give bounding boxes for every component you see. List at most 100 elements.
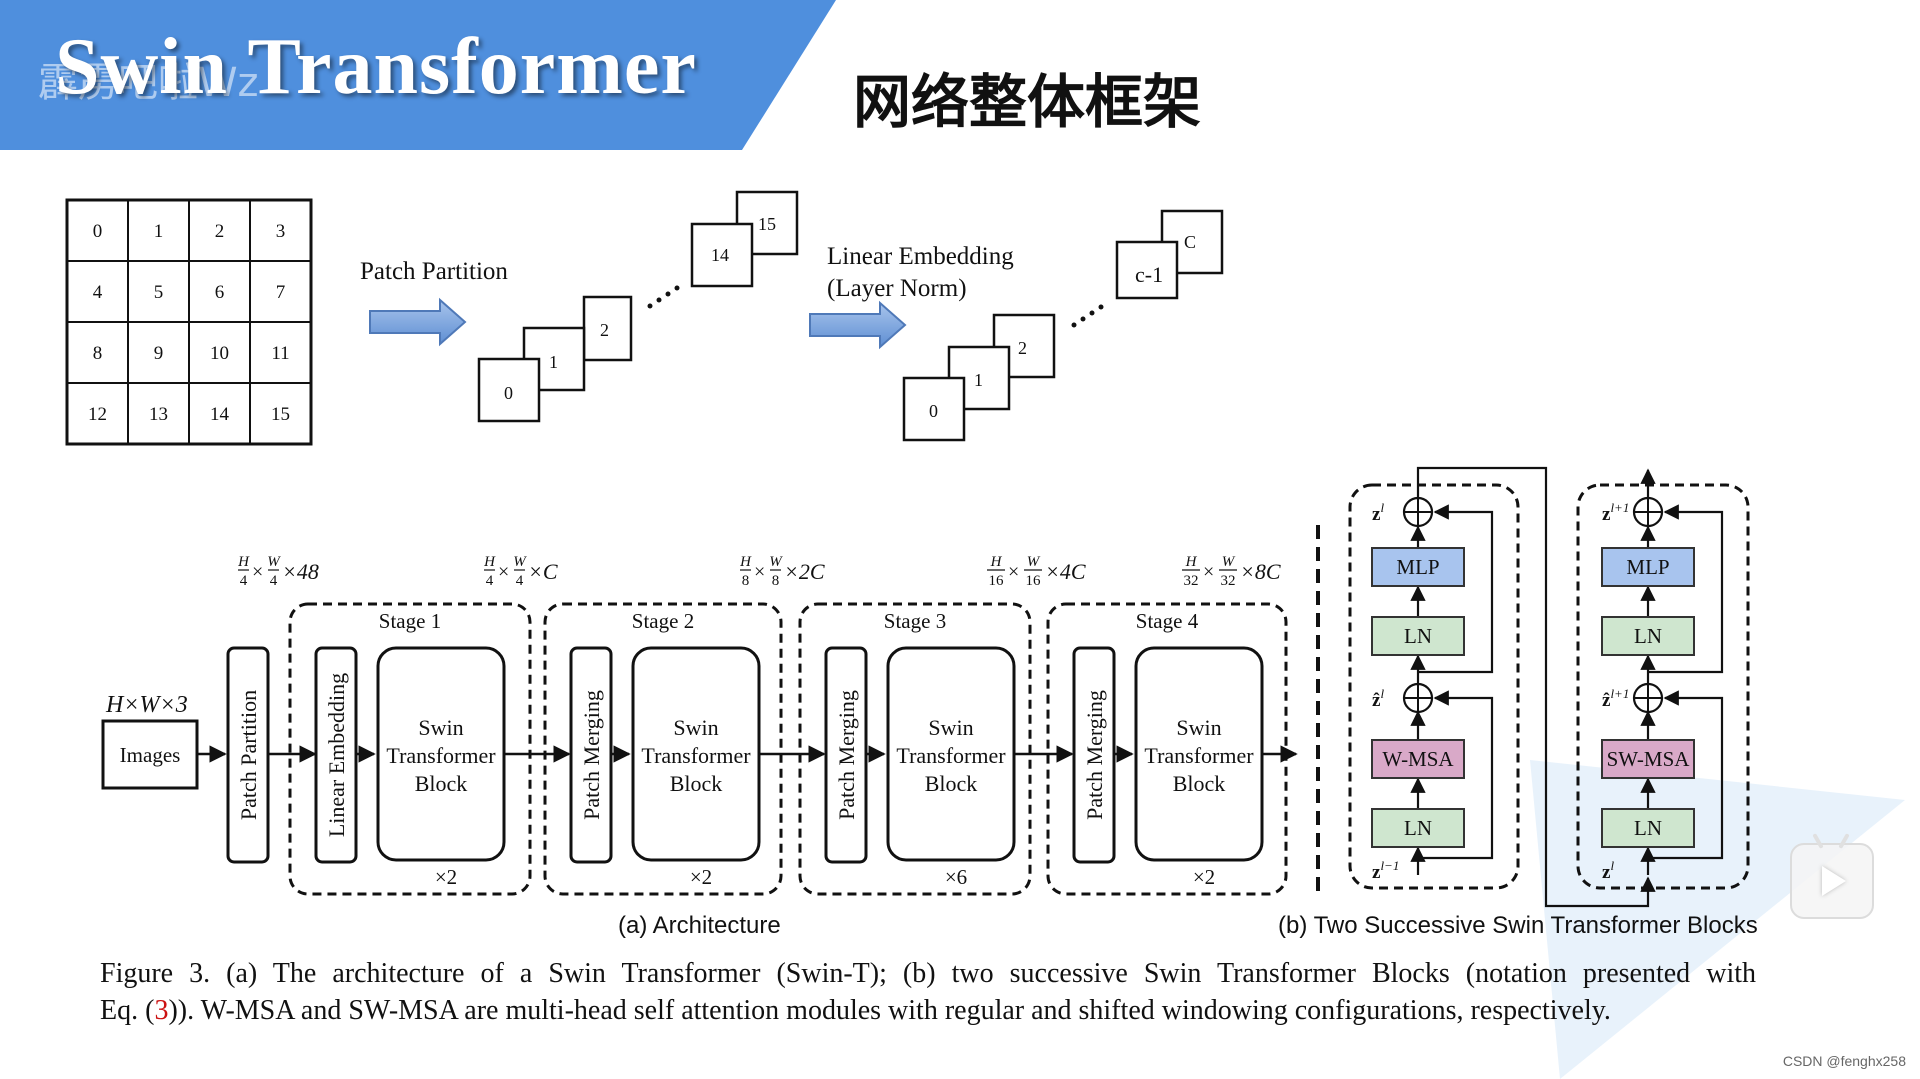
stage-1-first-module: Linear Embedding [324,673,349,837]
embedding-2: 2 [1018,338,1027,358]
dim-2-times-1: × [754,561,765,583]
stage-2-repeat: ×2 [690,865,712,889]
block-left-frame [1348,483,1520,890]
dim-1-times-1: × [498,561,509,583]
dim-0-w-num: W [267,554,281,570]
dim-2-w-den: 8 [772,573,780,589]
dim-0-h-den: 4 [240,573,248,589]
architecture: H×W×3 Images Patch Partition [101,646,317,864]
dim-4-w-num: W [1222,554,1236,570]
stage-4-repeat: ×2 [1193,865,1215,889]
dim-1-h-den: 4 [486,573,494,589]
block-right-attn [1601,739,1695,779]
stage-1-title: Stage 1 [379,609,441,633]
dim-label-1: H4×W4×C [483,554,558,589]
figure-caption-line-2: Eq. (3)). W-MSA and SW-MSA are multi-hea… [100,992,1756,1029]
block-right-mlp [1601,547,1695,587]
dim-label-2: H8×W8×2C [739,554,825,589]
dim-2-h-num: H [739,554,752,570]
stage-3-repeat: ×6 [945,865,967,889]
grid-cell-1: 1 [154,221,164,242]
stage-3-block-line-1: Transformer [896,743,1006,768]
block-right-mlp-label: MLP [1626,555,1669,579]
stage-2-block-line-2: Block [670,771,723,796]
grid-cell-4: 4 [93,282,103,303]
blue-arrow-2 [809,300,907,350]
dim-label-3: H16×W16×4C [987,554,1086,589]
play-button[interactable] [1790,833,1874,919]
block-left-ln-top-label: LN [1404,624,1432,648]
embedding-1: 1 [974,370,983,390]
watermark-text: 霹雳吧啦Wz [38,60,259,106]
grid-cell-9: 9 [154,343,164,364]
grid-cell-5: 5 [154,282,164,303]
block-right-ln-bottom-label: LN [1634,816,1662,840]
stage-1-repeat: ×2 [435,865,457,889]
stage-4-title: Stage 4 [1136,609,1199,633]
patch-grid [65,198,313,446]
credit-text: CSDN @fenghx258 [1782,1053,1906,1069]
partition-patch-0: 0 [504,383,513,403]
stage-1-block-line-1: Transformer [386,743,496,768]
caption-blocks: (b) Two Successive Swin Transformer Bloc… [1278,912,1758,939]
stage-2-first-module: Patch Merging [579,690,604,820]
equation-ref-link[interactable]: 3 [154,995,169,1026]
grid-cell-0: 0 [93,221,103,242]
dim-3-h-num: H [990,554,1003,570]
patch-partition-label: Patch Partition [360,258,508,285]
play-icon [1822,866,1846,896]
dim-2-tail: ×2C [784,559,825,584]
figure-caption: Figure 3. (a) The architecture of a Swin… [100,955,1756,1029]
dim-2-w-num: W [769,554,783,570]
stage-1-frame [288,602,532,896]
dim-label-4: H32×W32×8C [1182,554,1281,589]
stage-2-block-line-1: Transformer [641,743,751,768]
grid-cell-3: 3 [276,221,286,242]
dim-0-times-1: × [252,561,263,583]
embedding-c-1: c-1 [1135,262,1163,287]
partition-patch-1: 1 [549,352,558,372]
block-left-ln-top [1371,616,1465,656]
block-left-z-out: zl [1372,500,1384,525]
stage-3-first-module: Patch Merging [834,690,859,820]
partition-patch-14: 14 [711,245,729,265]
stage-3-block-line-2: Block [925,771,978,796]
dim-1-tail: ×C [528,559,558,584]
dim-4-h-den: 32 [1184,573,1199,589]
block-right-z-in: zl [1602,858,1614,883]
stage-3-block-line-0: Swin [928,715,973,740]
dim-label-0: H4×W4×48 [237,554,319,589]
block-left-z-hat: ẑl [1372,686,1384,711]
block-left-mlp [1371,547,1465,587]
dim-3-h-den: 16 [989,573,1005,589]
dim-4-times-1: × [1203,561,1214,583]
stage-2-block-line-0: Swin [673,715,718,740]
dim-0-h-num: H [237,554,250,570]
slide-title: Swin Transformer [55,23,697,111]
block-right-ln-top-label: LN [1634,624,1662,648]
grid-cell-11: 11 [271,343,289,364]
embedding-C: C [1184,232,1196,252]
blue-arrow-1 [369,297,467,347]
linear-embedding-label: Linear Embedding [827,243,1014,270]
dim-0-w-den: 4 [270,573,278,589]
slide-subtitle: 网络整体框架 [853,68,1202,136]
stage-4-first-module: Patch Merging [1082,690,1107,820]
embedding-0: 0 [929,401,938,421]
stage-3: Stage 3 Patch Merging SwinTransformerBlock… [798,602,1074,896]
figure-caption-line-2-pre: Eq. ( [100,995,155,1026]
partition-patch-2: 2 [600,320,609,340]
stage-4-block-line-0: Swin [1176,715,1221,740]
figure-caption-line-1: Figure 3. (a) The architecture of a Swin… [100,958,1756,989]
grid-cell-10: 10 [210,343,229,364]
stage-3-title: Stage 3 [884,609,946,633]
grid-cell-15: 15 [271,404,290,425]
dim-1-w-num: W [513,554,527,570]
block-right-ln-bottom [1601,808,1695,848]
block-left-z-in: zl−1 [1372,858,1399,883]
